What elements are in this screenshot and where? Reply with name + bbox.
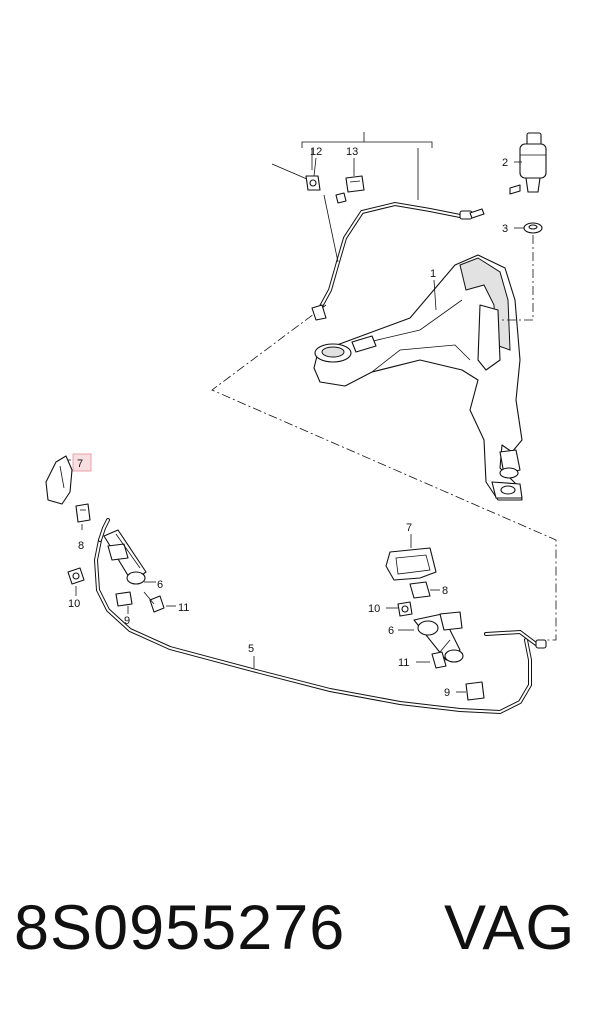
- callout-8-left: 8: [78, 540, 84, 552]
- hose-clip-9-right: [465, 681, 485, 701]
- washer-reservoir: [313, 254, 523, 501]
- callout-6-right: 6: [388, 625, 394, 637]
- hose-clip-12: [271, 163, 347, 204]
- callout-4-bracket: [301, 132, 433, 200]
- callout-7-highlighted: 7: [77, 458, 83, 470]
- brand-label: VAG: [444, 893, 576, 963]
- clip-10-right: [397, 601, 413, 617]
- hose-clip-13: [345, 175, 365, 193]
- callout-10-left: 10: [68, 598, 80, 610]
- pump-grommet: [523, 222, 543, 234]
- bracket-8-right: [409, 581, 431, 599]
- callout-5: 5: [248, 643, 254, 655]
- callout-2: 2: [502, 157, 508, 169]
- callout-11-left: 11: [178, 602, 189, 614]
- lower-washer-hose: [93, 518, 547, 715]
- parts-diagram: 1 2 3 12 13: [45, 132, 557, 715]
- headlamp-washer-cap-left: [45, 455, 73, 505]
- hose-clip-9-left: [115, 591, 133, 607]
- callout-12: 12: [310, 146, 322, 158]
- callout-8-right: 8: [442, 585, 448, 597]
- screw-11-left: [143, 591, 165, 613]
- callout-6-left: 6: [157, 579, 163, 591]
- callout-9-left: 9: [124, 615, 130, 627]
- washer-nozzle-right: [413, 611, 464, 663]
- callout-3: 3: [502, 223, 508, 235]
- washer-pump: [509, 132, 547, 195]
- callout-1: 1: [430, 268, 436, 280]
- screw-11-right: [431, 639, 451, 669]
- headlamp-washer-cap-right: [385, 547, 437, 581]
- callout-13: 13: [346, 146, 358, 158]
- part-number: 8S0955276: [14, 893, 346, 963]
- callout-7-highlight-box: [72, 453, 92, 472]
- callout-11-right: 11: [398, 657, 409, 669]
- bracket-8-left: [75, 503, 91, 523]
- washer-nozzle-left: [103, 529, 147, 585]
- clip-10-left: [67, 567, 85, 585]
- callout-9-right: 9: [444, 687, 450, 699]
- callout-10-right: 10: [368, 603, 380, 615]
- callout-7-right: 7: [406, 522, 412, 534]
- upper-washer-hose: [311, 194, 485, 321]
